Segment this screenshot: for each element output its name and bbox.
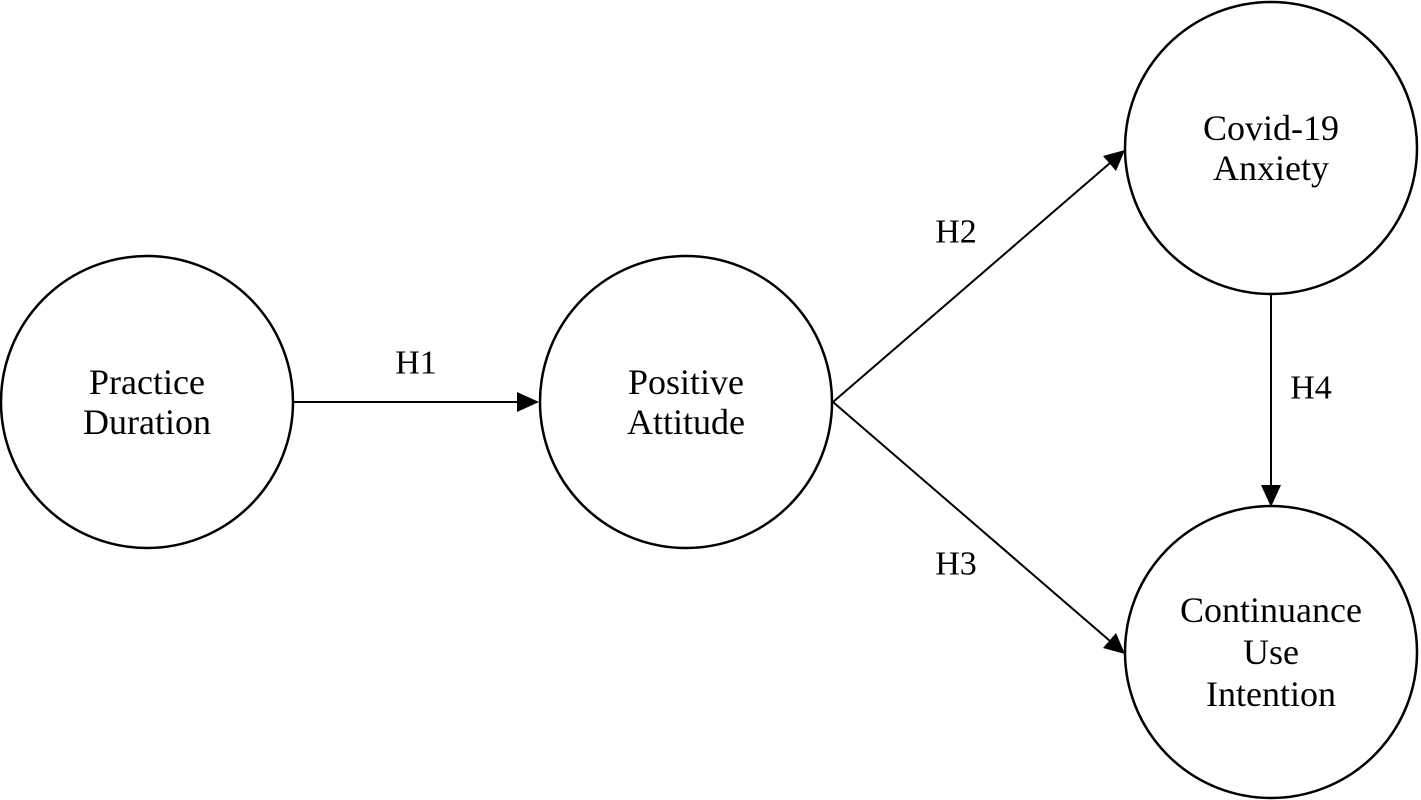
node-positive-attitude-line-2: Attitude [627,402,745,442]
edge-h3-arrowhead [1103,633,1125,654]
edge-h3-line [832,401,1111,642]
edge-h1-arrowhead [517,392,539,412]
edge-h2-line [832,162,1111,403]
node-positive-attitude: Positive Attitude [538,254,834,550]
node-continuance-use-intention: Continuance Use Intention [1123,504,1419,800]
edge-h4-arrowhead [1261,485,1281,507]
edge-h2-arrowhead [1103,150,1125,171]
edges [294,150,1281,654]
node-practice-duration-line-2: Duration [83,402,211,442]
edge-labels: H1 H2 H3 H4 [395,214,1332,583]
edge-label-h4: H4 [1290,370,1332,407]
node-continuance-use-intention-circle [1123,504,1419,800]
node-practice-duration-line-1: Practice [89,362,205,402]
node-covid-anxiety-line-1: Covid-19 [1203,108,1339,148]
node-covid-anxiety: Covid-19 Anxiety [1123,0,1419,296]
edge-label-h2: H2 [935,214,977,251]
edge-label-h3: H3 [935,546,977,583]
node-positive-attitude-line-1: Positive [628,362,744,402]
node-continuance-use-intention-line-2: Use [1243,632,1299,672]
node-continuance-use-intention-line-3: Intention [1206,674,1336,714]
node-positive-attitude-circle [538,254,834,550]
node-practice-duration: Practice Duration [0,254,295,550]
node-practice-duration-circle [0,254,295,550]
node-covid-anxiety-line-2: Anxiety [1213,148,1329,188]
node-covid-anxiety-circle [1123,0,1419,296]
node-continuance-use-intention-line-1: Continuance [1180,590,1362,630]
edge-label-h1: H1 [395,345,437,382]
